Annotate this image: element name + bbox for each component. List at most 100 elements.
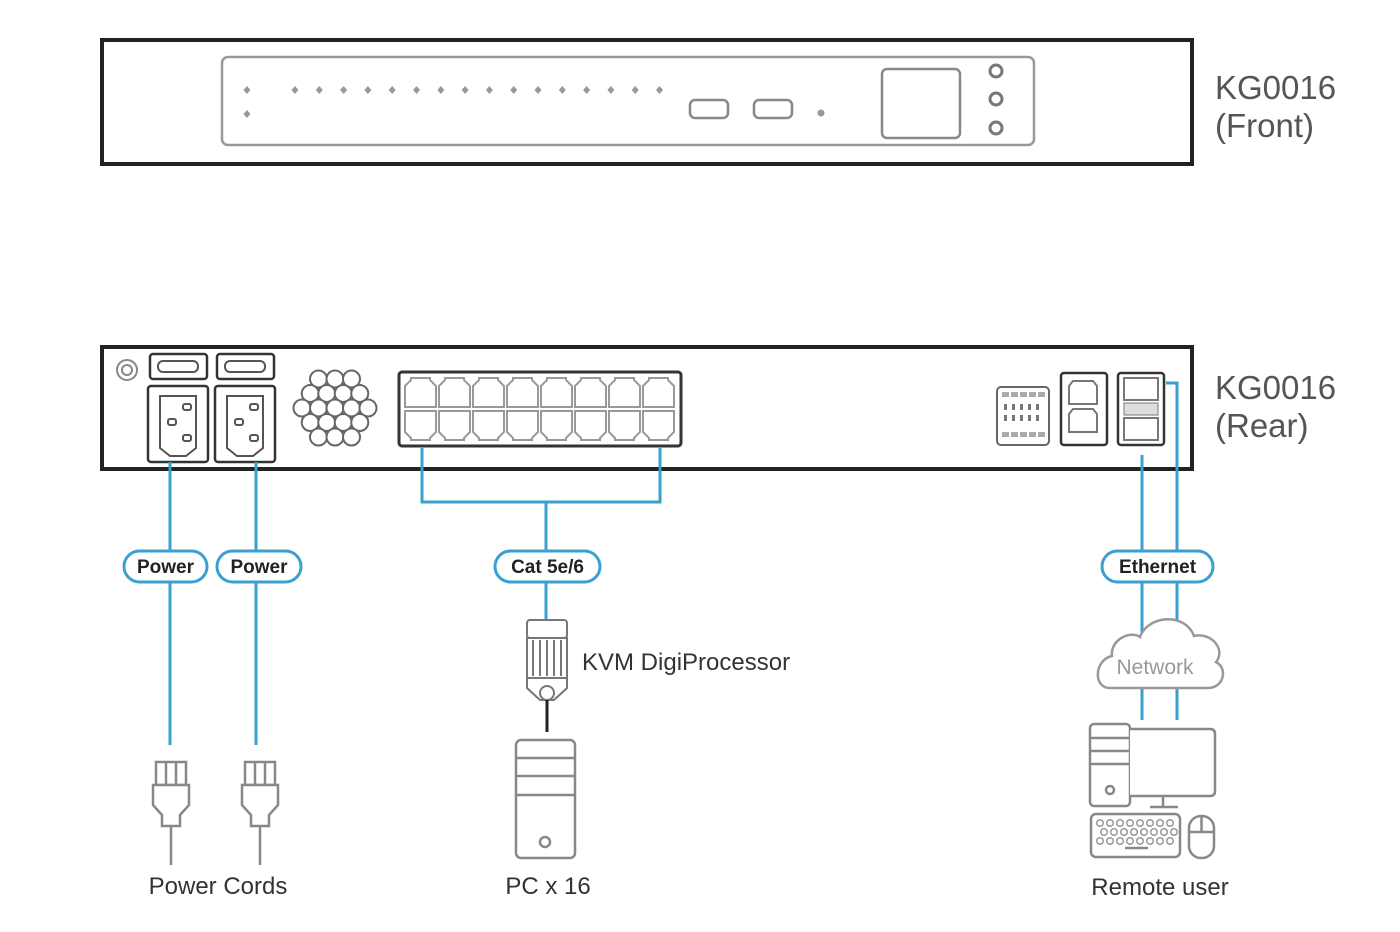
front-led-icon bbox=[437, 86, 445, 94]
front-panel bbox=[220, 55, 1036, 147]
lcd-display bbox=[880, 67, 962, 140]
mouse-icon bbox=[1187, 814, 1216, 860]
kvm-digiprocessor-label: KVM DigiProcessor bbox=[582, 649, 790, 676]
pin bbox=[1012, 415, 1015, 421]
key bbox=[1155, 836, 1165, 846]
pin bbox=[1036, 404, 1039, 410]
key bbox=[1169, 827, 1179, 837]
key bbox=[1125, 818, 1135, 828]
front-led-icon bbox=[388, 86, 396, 94]
pin bbox=[1004, 404, 1007, 410]
key bbox=[1145, 818, 1155, 828]
key bbox=[1119, 827, 1129, 837]
vent-hole bbox=[350, 384, 370, 403]
svg-text:Power: Power bbox=[137, 557, 195, 578]
key bbox=[1115, 818, 1125, 828]
rj45-port-icon bbox=[404, 410, 437, 441]
rear-unit bbox=[100, 345, 1194, 471]
front-button-icon bbox=[988, 120, 1004, 136]
rear-model-label: KG0016 bbox=[1215, 369, 1336, 406]
key bbox=[1165, 836, 1175, 846]
pin bbox=[1028, 415, 1031, 421]
rj45-port-icon bbox=[540, 377, 573, 408]
cat-cable-pill: Cat 5e/6 bbox=[493, 549, 602, 584]
key bbox=[1095, 818, 1105, 828]
front-model-label: KG0016 bbox=[1215, 69, 1336, 106]
front-button-icon bbox=[988, 63, 1004, 79]
key bbox=[1095, 836, 1105, 846]
key bbox=[1149, 827, 1159, 837]
front-led-icon bbox=[461, 86, 469, 94]
network-cloud-icon: Network bbox=[1096, 618, 1225, 690]
rj45-port-icon bbox=[472, 410, 505, 441]
front-led-icon bbox=[631, 86, 639, 94]
front-led-icon bbox=[558, 86, 566, 94]
fan-vent-icon bbox=[292, 369, 378, 447]
rj45-port-icon bbox=[472, 377, 505, 408]
vent-hole bbox=[309, 427, 328, 447]
svg-text:Cat 5e/6: Cat 5e/6 bbox=[511, 557, 584, 578]
rj45-port-icon bbox=[574, 377, 607, 408]
key bbox=[1145, 836, 1155, 846]
svg-text:Ethernet: Ethernet bbox=[1119, 557, 1197, 578]
power-cords-caption: Power Cords bbox=[149, 873, 288, 900]
pin bbox=[1028, 404, 1031, 410]
rj45-port-icon bbox=[642, 410, 675, 441]
front-led-icon bbox=[656, 86, 663, 94]
rj45-port-group bbox=[404, 377, 675, 441]
key bbox=[1135, 836, 1145, 846]
key bbox=[1139, 827, 1149, 837]
ethernet-cable-2 bbox=[1166, 381, 1179, 720]
vent-hole bbox=[342, 427, 361, 447]
rj45-port-icon bbox=[642, 377, 675, 408]
key bbox=[1129, 827, 1139, 837]
remote-computer-icon bbox=[1088, 722, 1217, 809]
key bbox=[1105, 836, 1115, 846]
front-button-icon bbox=[988, 91, 1004, 107]
svg-text:Network: Network bbox=[1116, 656, 1194, 679]
pc-caption: PC x 16 bbox=[505, 873, 590, 900]
keyboard-icon bbox=[1089, 812, 1182, 859]
pin bbox=[1020, 404, 1023, 410]
key bbox=[1109, 827, 1119, 837]
pin bbox=[1020, 415, 1023, 421]
svg-text:Power: Power bbox=[230, 557, 288, 578]
front-led-icon bbox=[817, 109, 825, 117]
front-led-icon bbox=[583, 86, 591, 94]
key bbox=[1165, 818, 1175, 828]
vent-hole bbox=[358, 398, 378, 418]
rj45-port-icon bbox=[574, 410, 607, 441]
front-led-icon bbox=[534, 86, 542, 94]
key bbox=[1099, 827, 1109, 837]
usb-port-icon bbox=[688, 98, 730, 120]
remote-user-caption: Remote user bbox=[1091, 874, 1228, 901]
front-led-icon bbox=[510, 86, 518, 94]
front-led-icon bbox=[315, 86, 323, 94]
vent-hole bbox=[342, 369, 361, 389]
front-unit bbox=[100, 38, 1194, 166]
front-led-icon bbox=[243, 110, 251, 118]
ethernet-pill: Ethernet bbox=[1100, 549, 1215, 584]
key bbox=[1105, 818, 1115, 828]
rj45-port-icon bbox=[506, 410, 539, 441]
rj45-port-icon bbox=[506, 377, 539, 408]
key bbox=[1115, 836, 1125, 846]
key bbox=[1125, 836, 1135, 846]
key bbox=[1155, 818, 1165, 828]
front-led-icon bbox=[364, 86, 372, 94]
usb-port-icon bbox=[752, 98, 794, 120]
pc-tower-icon bbox=[514, 738, 577, 860]
rj45-port-icon bbox=[404, 377, 437, 408]
front-led-icon bbox=[607, 86, 615, 94]
pin bbox=[1036, 415, 1039, 421]
front-led-group bbox=[243, 86, 663, 118]
power-plug-icon bbox=[240, 760, 280, 865]
front-view-label: (Front) bbox=[1215, 107, 1314, 144]
key bbox=[1159, 827, 1169, 837]
rj45-port-icon bbox=[608, 410, 641, 441]
front-led-icon bbox=[413, 86, 420, 94]
rj45-port-icon bbox=[438, 410, 471, 441]
power-pill-1: Power bbox=[122, 549, 209, 584]
rear-view-label: (Rear) bbox=[1215, 407, 1309, 444]
